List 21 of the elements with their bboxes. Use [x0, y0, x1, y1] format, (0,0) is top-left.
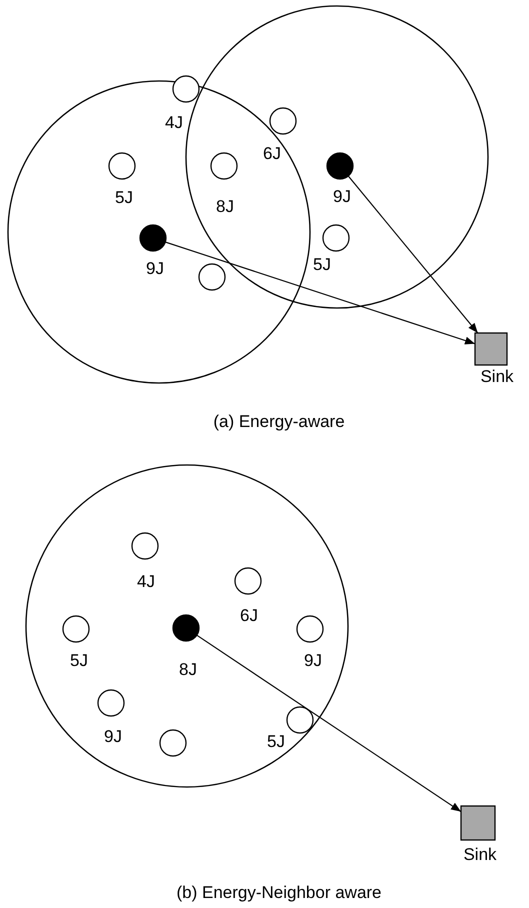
- energy-label: 8J: [179, 661, 197, 679]
- energy-label: 9J: [333, 188, 351, 206]
- energy-label: 5J: [70, 652, 88, 670]
- energy-label: 5J: [115, 189, 133, 207]
- sink-label: Sink: [480, 368, 514, 386]
- energy-label: 6J: [240, 607, 258, 625]
- figure-caption: (a) Energy-aware: [213, 412, 345, 432]
- sink-label: Sink: [463, 846, 497, 864]
- energy-label: 9J: [304, 652, 322, 670]
- arrow: [165, 242, 476, 344]
- arrow: [196, 634, 462, 812]
- energy-label: 4J: [137, 573, 155, 591]
- energy-label: 5J: [267, 733, 285, 751]
- energy-label: 9J: [104, 728, 122, 746]
- energy-label: 4J: [165, 114, 183, 132]
- arrow: [348, 176, 478, 334]
- energy-label: 5J: [313, 256, 331, 274]
- energy-label: 8J: [216, 198, 234, 216]
- energy-label: 6J: [263, 145, 281, 163]
- energy-label: 9J: [146, 260, 164, 278]
- figure-caption: (b) Energy-Neighbor aware: [176, 883, 382, 903]
